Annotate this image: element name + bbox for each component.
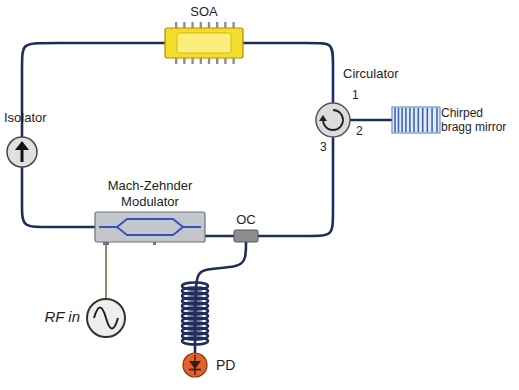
- grating-line: [431, 108, 433, 132]
- soa-body: [165, 28, 243, 58]
- circulator-arrowhead: [319, 115, 327, 121]
- port-number: 2: [356, 124, 363, 138]
- diode-triangle: [189, 361, 201, 369]
- isolator-arrow: [21, 149, 24, 162]
- grating-body: [392, 107, 440, 133]
- port-number: 3: [320, 140, 327, 154]
- optical-isolator: Isolator: [6, 136, 38, 168]
- photodiode: PD: [182, 352, 208, 378]
- component-label: Chirped bragg mirror: [441, 106, 515, 135]
- optical-circulator-symbol: [315, 102, 351, 138]
- coupler-body: [234, 230, 258, 242]
- isolator-arrowhead: [15, 141, 29, 150]
- sine-symbol: [94, 308, 118, 329]
- rf-source: RF in: [86, 298, 126, 338]
- grating-line: [436, 108, 438, 132]
- port-number: 1: [352, 88, 359, 102]
- diode-bar: [189, 369, 201, 371]
- component-label: Mach-Zehnder Modulator: [98, 178, 202, 209]
- isolator-body: [7, 137, 37, 167]
- rf-source-symbol: [86, 298, 126, 338]
- component-label: Isolator: [4, 110, 47, 126]
- fiber-link: [351, 119, 392, 122]
- chirped-bragg-mirror-symbol: [392, 107, 440, 133]
- fiber-coil-turn: [182, 338, 208, 345]
- grating-line: [422, 108, 424, 132]
- modulator-body: [95, 212, 205, 242]
- grating-line: [417, 108, 419, 132]
- grating-line: [409, 108, 411, 132]
- component-label: Circulator: [343, 66, 399, 82]
- fiber-link: [105, 242, 107, 298]
- output-coupler: OC: [234, 230, 258, 242]
- fiber-link: [205, 235, 234, 238]
- fiber-link: [258, 138, 333, 236]
- optical-circulator: Circulator: [315, 102, 351, 138]
- component-label: OC: [236, 212, 256, 228]
- chirped-bragg-mirror: Chirped bragg mirror: [392, 107, 440, 133]
- fiber-link: [22, 168, 95, 227]
- mach-zehnder-modulator: Mach-Zehnder Modulator: [95, 212, 205, 242]
- photodiode-body: [183, 353, 207, 377]
- soa-amplifier-symbol: [165, 22, 243, 64]
- optical-isolator-symbol: [6, 136, 38, 168]
- rf-electrode: [103, 242, 109, 245]
- mach-zehnder-modulator-symbol: [95, 212, 205, 242]
- grating-line: [405, 108, 407, 132]
- grating-line: [427, 108, 429, 132]
- grating-line: [401, 108, 403, 132]
- soa-chip: [177, 33, 231, 53]
- bias-pin: [153, 242, 156, 245]
- grating-line: [398, 108, 400, 132]
- component-label: RF in: [44, 308, 80, 326]
- fiber-link: [243, 43, 333, 102]
- photodiode-symbol: [182, 352, 208, 378]
- component-label: PD: [216, 357, 235, 374]
- soa-amplifier: SOA: [165, 22, 243, 64]
- grating-line: [413, 108, 415, 132]
- source-body: [87, 299, 125, 337]
- component-label: SOA: [190, 4, 217, 20]
- circulator-body: [316, 103, 350, 137]
- output-coupler-symbol: [234, 230, 258, 242]
- interferometer-arms: [99, 219, 201, 235]
- grating-line: [394, 108, 396, 132]
